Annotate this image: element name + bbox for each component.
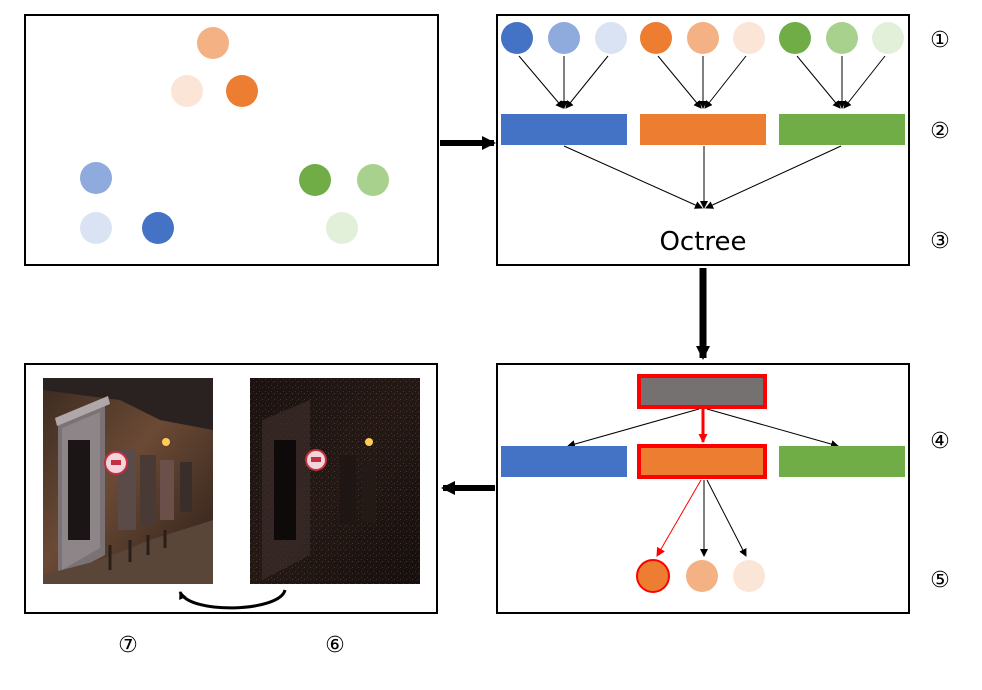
leaf-green-mid xyxy=(826,22,858,54)
point-orange-light xyxy=(171,75,203,107)
point-orange xyxy=(226,75,258,107)
refine-arrow xyxy=(178,589,287,610)
point-green-light xyxy=(326,212,358,244)
sparse-street-image xyxy=(250,378,420,584)
step-3-label: ③ xyxy=(930,229,950,254)
panel-octree-query xyxy=(496,363,910,614)
panel-scattered-points xyxy=(24,14,439,266)
node-blue xyxy=(501,446,627,477)
point-blue-mid xyxy=(80,162,112,194)
root-to-children-arrows xyxy=(567,408,839,448)
panel-octree-build: Octree xyxy=(496,14,910,266)
node-green xyxy=(779,114,905,145)
step-5-label: ⑤ xyxy=(930,568,950,593)
node-green xyxy=(779,446,905,477)
node-blue xyxy=(501,114,627,145)
node-orange xyxy=(640,114,766,145)
point-green xyxy=(299,164,331,196)
node-to-leaf-arrows xyxy=(700,479,747,557)
leaf-orange-selected xyxy=(636,559,670,593)
leaf-green-light xyxy=(872,22,904,54)
step-6-label: ⑥ xyxy=(325,633,345,658)
node-orange-selected xyxy=(637,444,767,479)
point-green-mid xyxy=(357,164,389,196)
node-to-root-arrows xyxy=(563,145,842,209)
leaf-orange xyxy=(640,22,672,54)
point-blue xyxy=(142,212,174,244)
octree-label: Octree xyxy=(659,227,746,257)
root-node-selected xyxy=(637,374,767,409)
point-orange-mid xyxy=(197,27,229,59)
leaf-orange-light xyxy=(733,560,765,592)
leaf-blue-mid xyxy=(548,22,580,54)
step-4-label: ④ xyxy=(930,429,950,454)
leaf-green xyxy=(779,22,811,54)
leaf-to-node-arrows xyxy=(518,55,886,109)
leaf-blue xyxy=(501,22,533,54)
leaf-orange-mid xyxy=(687,22,719,54)
leaf-orange-light xyxy=(733,22,765,54)
selected-leaf-arrow xyxy=(656,479,702,557)
panel-render-output xyxy=(24,363,438,614)
leaf-orange-mid xyxy=(686,560,718,592)
leaf-blue-light xyxy=(595,22,627,54)
step-1-label: ① xyxy=(930,28,950,53)
step-7-label: ⑦ xyxy=(118,633,138,658)
rendered-street-image xyxy=(43,378,213,584)
step-2-label: ② xyxy=(930,119,950,144)
point-blue-light xyxy=(80,212,112,244)
